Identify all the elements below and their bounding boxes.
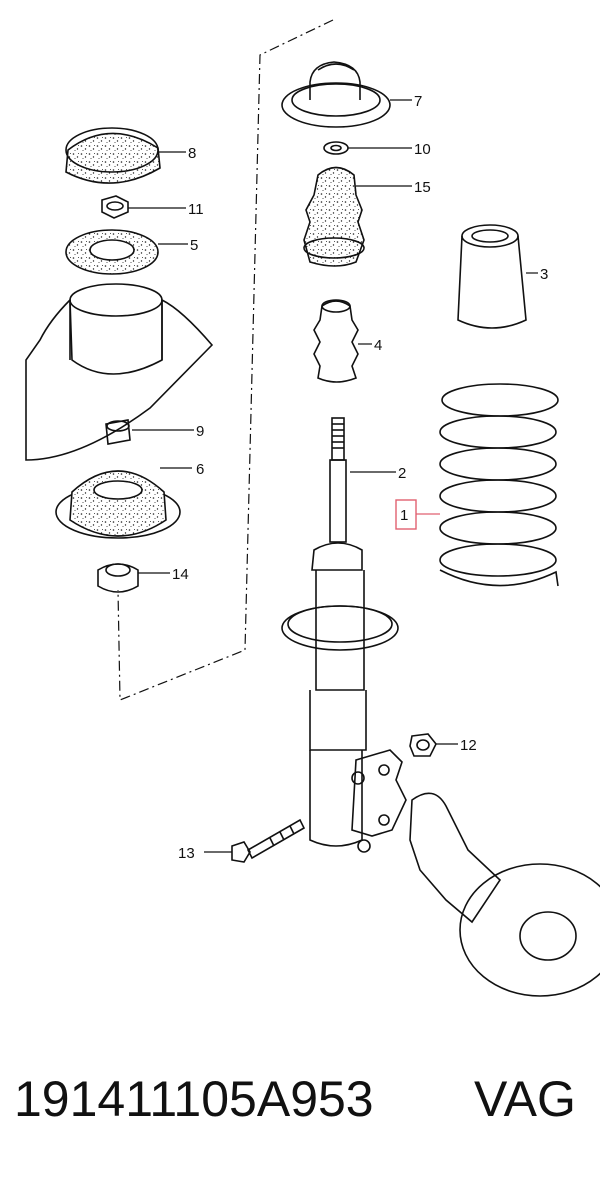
strut-tower-body [25, 283, 214, 461]
part-15-bump-stop [303, 166, 365, 267]
part-12-nut [409, 733, 437, 757]
exploded-view-diagram: 1 2 3 4 5 6 7 8 9 10 11 12 13 14 15 [25, 19, 600, 997]
leader-lines [128, 99, 538, 853]
callout-11: 11 [188, 201, 204, 218]
callout-2: 2 [398, 465, 406, 482]
callout-12: 12 [460, 737, 477, 754]
callout-7: 7 [414, 93, 422, 110]
part-number-text: 191411105A953 [14, 1071, 374, 1127]
part-3-protective-sleeve [457, 224, 527, 329]
callout-6: 6 [196, 461, 204, 478]
part-6-strut-mount [55, 470, 181, 539]
part-14-bushing [97, 563, 139, 593]
callout-1: 1 [400, 507, 408, 524]
callout-8: 8 [188, 145, 196, 162]
callout-4: 4 [374, 337, 382, 354]
shock-absorber-body [281, 542, 407, 853]
part-9-sleeve [105, 419, 131, 445]
callout-1-highlight-box [395, 499, 417, 530]
callout-10: 10 [414, 141, 431, 158]
callout-3: 3 [540, 266, 548, 283]
callout-13: 13 [178, 845, 195, 862]
dash-dot-guide [117, 19, 334, 701]
part-13-bolt [231, 818, 306, 863]
callout-5: 5 [190, 237, 198, 254]
part-5-bearing-ring [65, 229, 159, 275]
brand-text: VAG [474, 1071, 576, 1127]
part-2-piston-rod [329, 417, 347, 543]
part-8-cover-cap [65, 127, 161, 184]
callout-14: 14 [172, 566, 189, 583]
callout-15: 15 [414, 179, 431, 196]
part-7-top-mount-cap [281, 61, 391, 128]
part-10-washer [323, 141, 349, 155]
part-4-bump-stop-lower [313, 299, 359, 383]
part-1-coil-spring [439, 383, 559, 587]
callout-9: 9 [196, 423, 204, 440]
callout-labels: 1 2 3 4 5 6 7 8 9 10 11 12 13 14 15 [172, 93, 548, 862]
part-11-nut [101, 195, 129, 219]
steering-knuckle [409, 792, 600, 997]
